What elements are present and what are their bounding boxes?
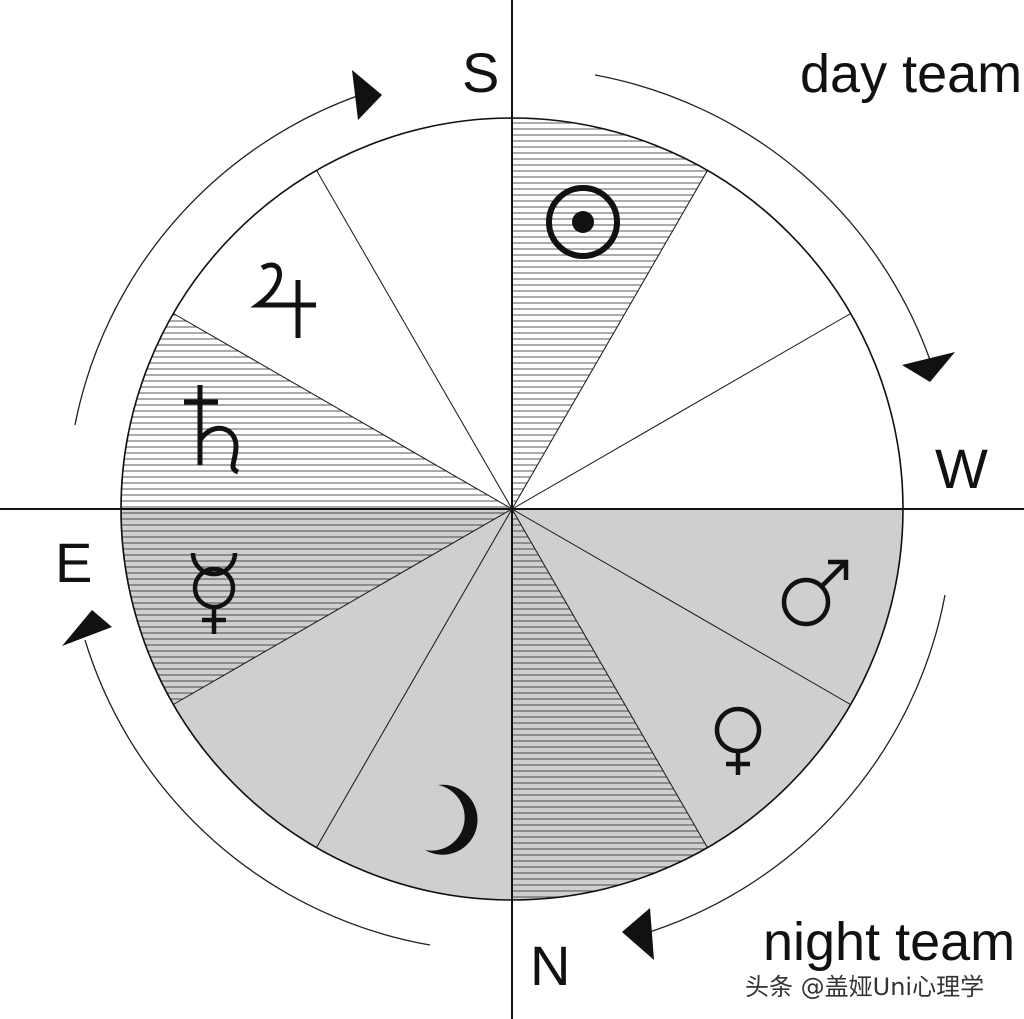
compass-east: E bbox=[55, 531, 92, 594]
night-arc-left bbox=[84, 639, 431, 946]
arrowhead-icon bbox=[62, 610, 112, 646]
arrowhead-icon bbox=[622, 908, 654, 960]
mars-icon bbox=[781, 559, 849, 627]
jupiter-icon bbox=[250, 262, 316, 338]
compass-south: S bbox=[462, 41, 499, 104]
compass-west: W bbox=[935, 437, 988, 500]
moon-icon bbox=[425, 784, 478, 855]
mercury-icon bbox=[190, 552, 238, 634]
sun-icon bbox=[546, 185, 620, 259]
compass-north: N bbox=[530, 934, 570, 997]
day-team-label: day team bbox=[800, 44, 1022, 104]
night-team-label: night team bbox=[763, 912, 1015, 972]
arrowhead-icon bbox=[902, 352, 955, 382]
arrowhead-icon bbox=[352, 70, 382, 120]
zodiac-wedges bbox=[120, 117, 904, 901]
day-arc-left bbox=[74, 94, 361, 426]
venus-icon bbox=[714, 706, 762, 775]
saturn-icon bbox=[184, 385, 240, 475]
night-arrows bbox=[84, 594, 946, 946]
day-arrows bbox=[74, 74, 931, 426]
day-arc-right bbox=[594, 74, 931, 361]
night-arc-right bbox=[639, 594, 946, 936]
watermark-text: 头条 @盖娅Uni心理学 bbox=[745, 973, 984, 1001]
